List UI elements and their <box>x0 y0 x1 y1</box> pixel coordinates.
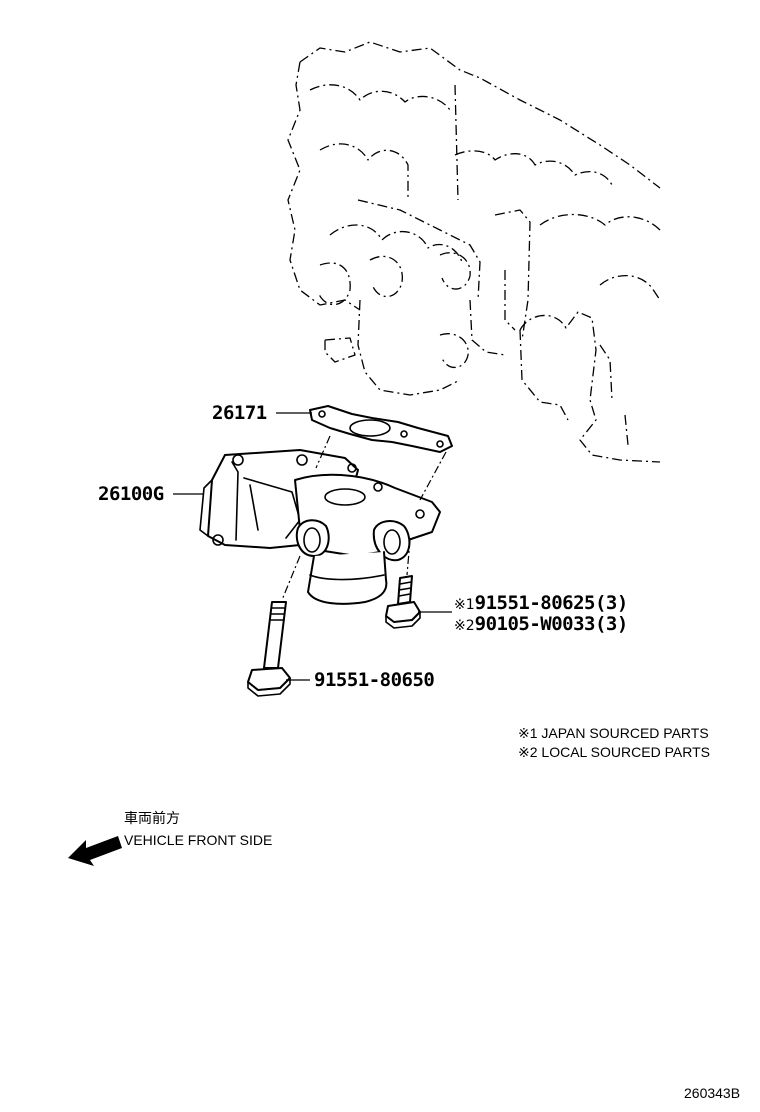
callout-egr-valve: 26100G <box>98 483 164 505</box>
direction-label-english: VEHICLE FRONT SIDE <box>124 832 273 848</box>
note-japan-sourced: ※1 JAPAN SOURCED PARTS <box>518 725 709 741</box>
gasket-26171 <box>309 405 453 453</box>
bolt-short <box>385 575 421 629</box>
part-number: 90105-W0033(3) <box>474 613 629 635</box>
local-mark: ※2 <box>454 618 475 634</box>
engine-block-outline <box>287 41 661 463</box>
callout-bolt-short-local: ※290105-W0033(3) <box>454 615 628 634</box>
callout-bolt-short-japan: ※191551-80625(3) <box>454 594 628 613</box>
egr-valve-26100g <box>199 449 441 605</box>
leader-lines <box>173 412 452 681</box>
bolt-long <box>247 601 291 697</box>
note-local-sourced: ※2 LOCAL SOURCED PARTS <box>518 744 710 760</box>
diagram-code: 260343B <box>684 1085 741 1101</box>
installation-guides <box>281 435 447 601</box>
callout-gasket: 26171 <box>212 402 267 424</box>
japan-mark: ※1 <box>454 597 475 613</box>
direction-label-japanese: 車両前方 <box>124 811 180 827</box>
front-arrow-icon <box>68 836 122 866</box>
part-number: 91551-80625(3) <box>474 592 629 614</box>
callout-bolt-long: 91551-80650 <box>314 669 435 691</box>
